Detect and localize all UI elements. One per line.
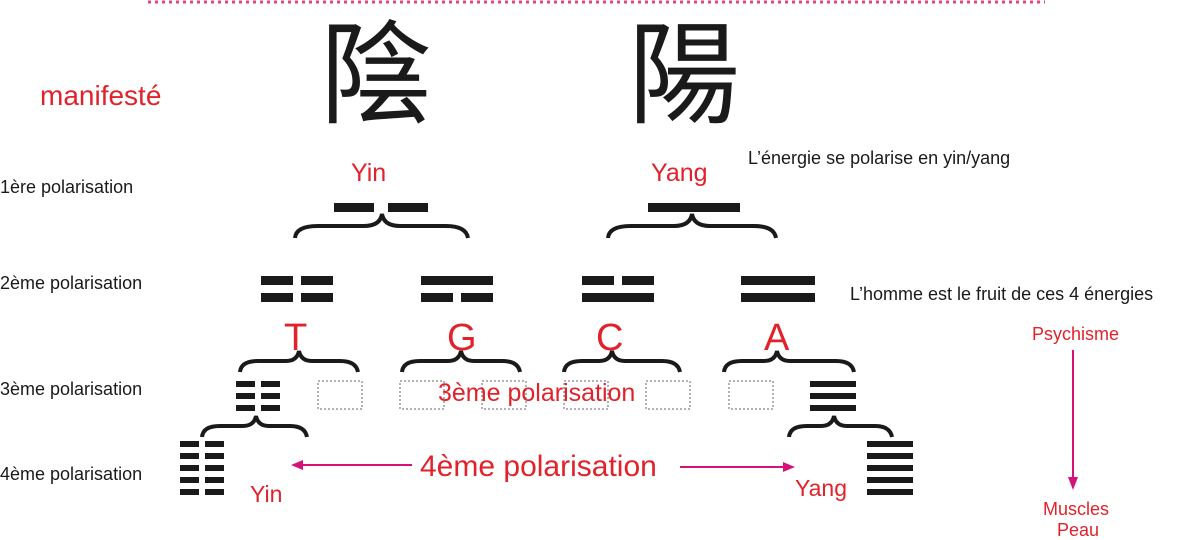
base-A: A — [764, 317, 790, 359]
brace-level3-yin — [200, 415, 309, 438]
energy-note: L’énergie se polarise en yin/yang — [748, 148, 1011, 168]
trigram-yang — [810, 381, 856, 411]
brace-C — [562, 350, 682, 373]
tetragram-yin — [180, 441, 224, 495]
psychisme-label: Psychisme — [1032, 324, 1120, 344]
vertical-arrow — [1068, 350, 1078, 490]
brace-yin-level1 — [293, 213, 470, 239]
brace-A — [722, 350, 856, 373]
base-T: T — [284, 317, 308, 359]
peau-label: Peau — [1057, 520, 1100, 540]
brace-level3-yang — [787, 415, 894, 438]
center-level4-label: 4ème polarisation — [420, 450, 657, 483]
yang-symbol-level1 — [648, 203, 740, 212]
placeholder-boxes — [317, 380, 774, 410]
yang-character: 陽 — [628, 11, 740, 141]
level3-label: 3ème polarisation — [0, 379, 143, 399]
center-level3-label: 3ème polarisation — [438, 379, 636, 407]
digram-A — [741, 276, 815, 302]
yin-label-bottom: Yin — [250, 481, 283, 507]
brace-T — [238, 350, 360, 373]
tetragram-yang — [867, 441, 913, 495]
brace-G — [400, 350, 522, 373]
yin-character: 陰 — [320, 11, 432, 141]
digram-T — [261, 276, 333, 302]
yang-label-level1: Yang — [651, 159, 708, 187]
digram-C — [582, 276, 654, 302]
man-note: L’homme est le fruit de ces 4 énergies — [850, 284, 1154, 304]
digram-G — [421, 276, 493, 302]
base-G: G — [447, 317, 477, 359]
level1-label: 1ère polarisation — [0, 177, 134, 197]
muscles-label: Muscles — [1043, 499, 1110, 519]
yin-label-level1: Yin — [351, 159, 387, 187]
level2-label: 2ème polarisation — [0, 273, 143, 293]
level4-label: 4ème polarisation — [0, 464, 143, 484]
yang-label-bottom: Yang — [795, 475, 848, 501]
double-arrow — [291, 460, 795, 472]
trigram-yin — [236, 381, 280, 411]
brace-yang-level1 — [606, 213, 778, 239]
yin-symbol-level1 — [334, 203, 428, 212]
base-C: C — [596, 317, 624, 359]
manifest-label: manifesté — [40, 80, 162, 111]
